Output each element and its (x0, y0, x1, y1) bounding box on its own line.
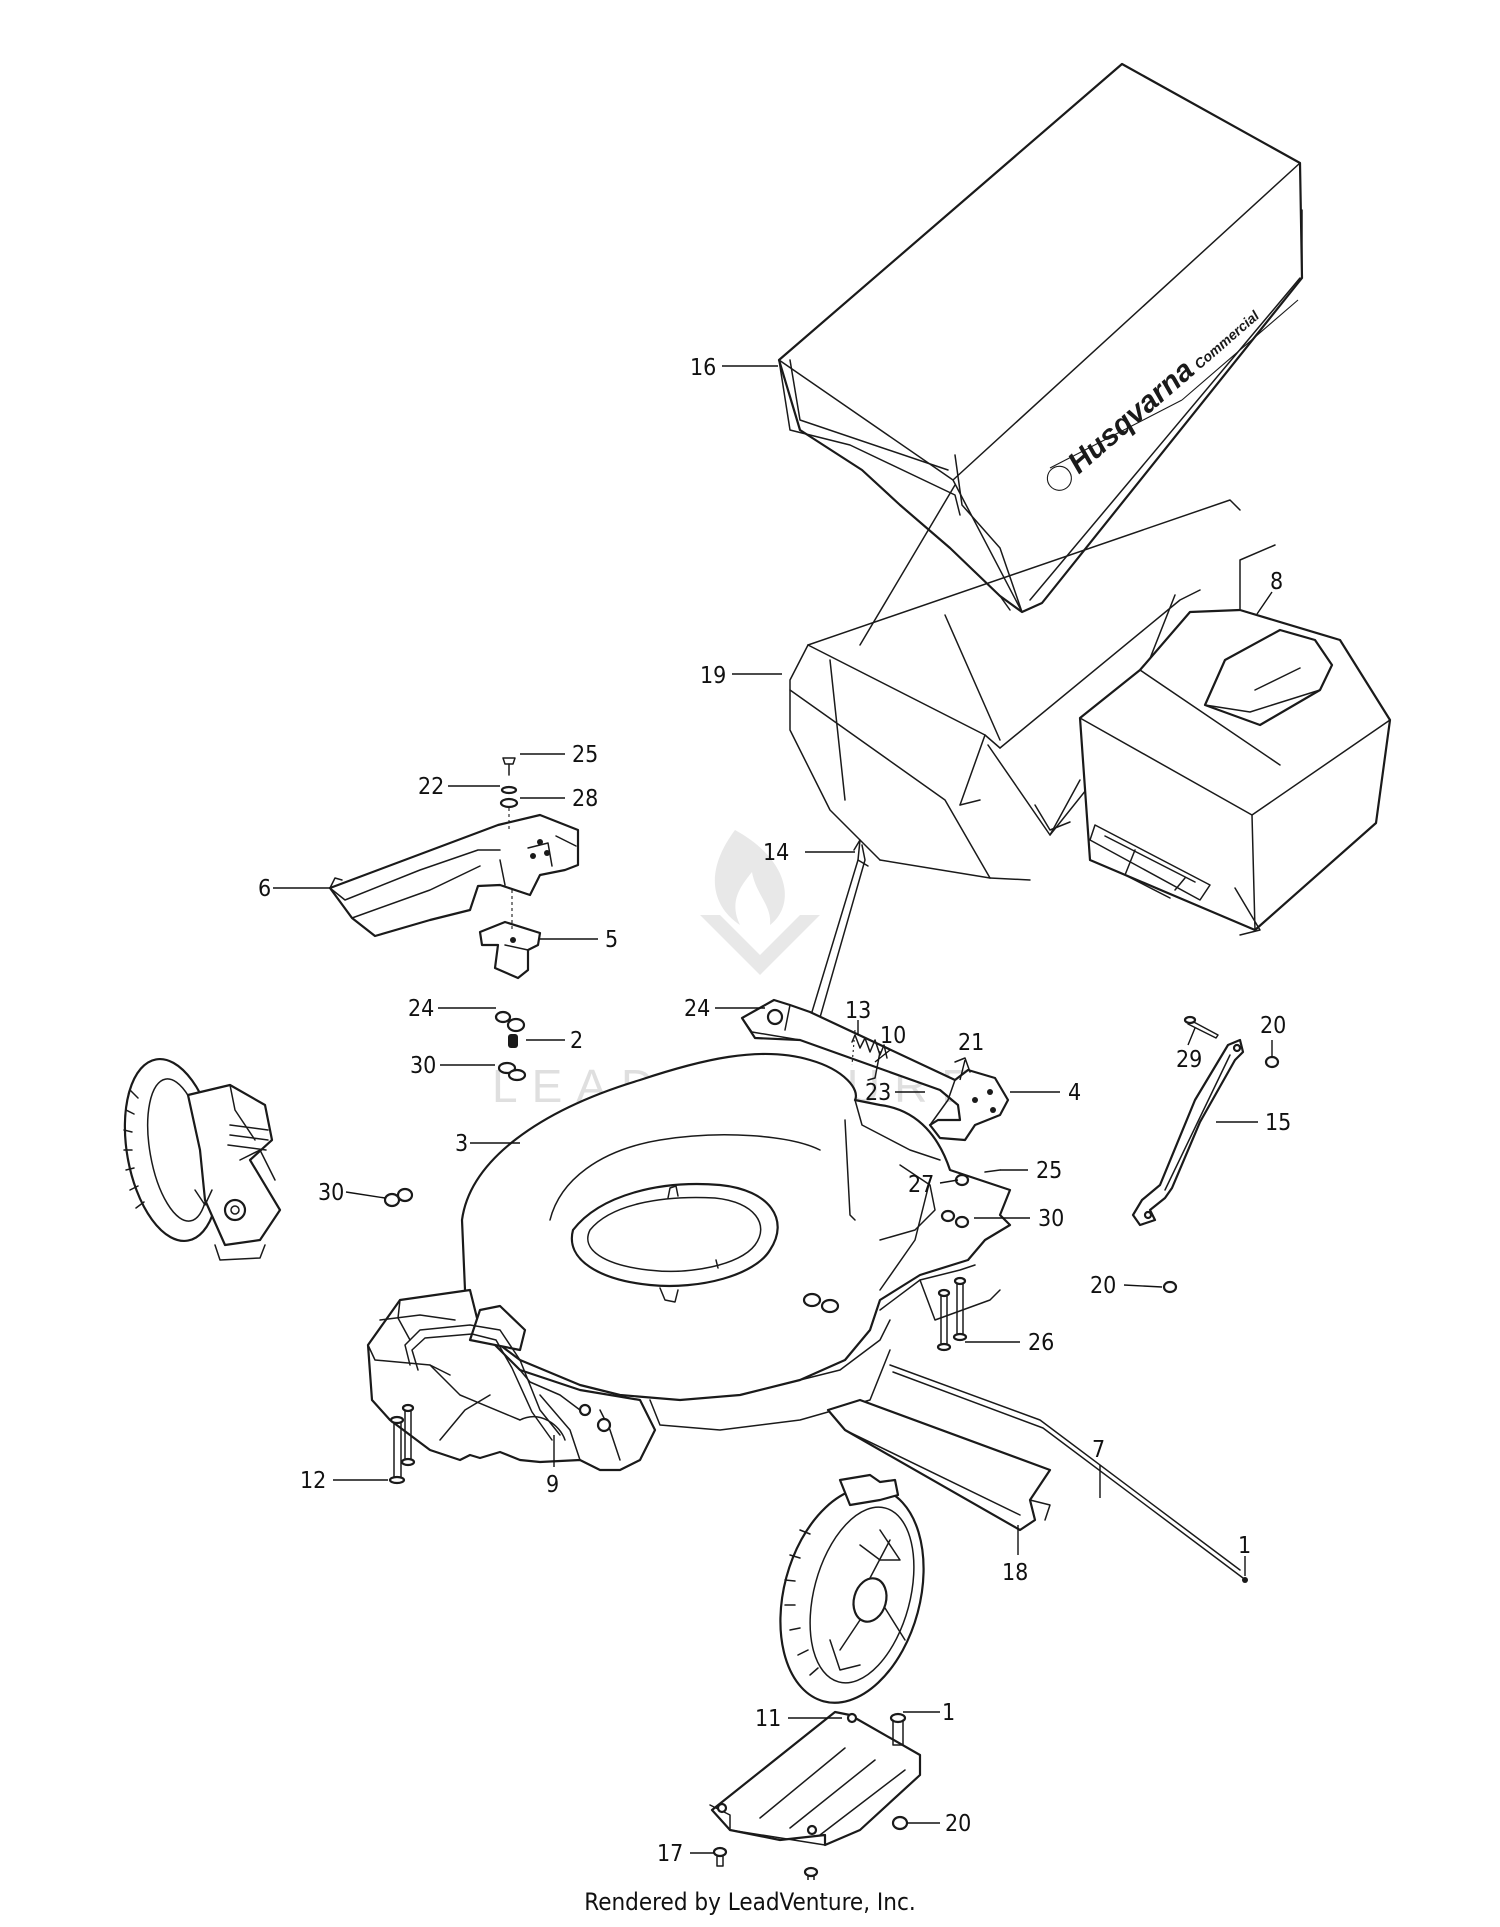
bolt-1-flap (889, 1712, 907, 1746)
callout-7: 7 (1092, 1437, 1105, 1463)
callout-2: 2 (570, 1028, 583, 1054)
nut-30-left (383, 1187, 414, 1208)
rear-flap (709, 1710, 922, 1847)
chute-bracket (478, 890, 542, 980)
callout-13: 13 (845, 998, 871, 1024)
callout-20-bottom: 20 (945, 1811, 971, 1837)
callout-30-right: 30 (1038, 1206, 1064, 1232)
callout-22: 22 (418, 774, 444, 800)
callout-28: 28 (572, 786, 598, 812)
side-bracket (1131, 1038, 1245, 1227)
callout-4: 4 (1068, 1080, 1081, 1106)
nut-20-side (1162, 1055, 1280, 1294)
spring (851, 1029, 888, 1081)
callout-18: 18 (1002, 1560, 1028, 1586)
nut-20-flap (891, 1815, 909, 1831)
wheel-front (779, 1473, 925, 1704)
callout-29: 29 (1176, 1047, 1202, 1073)
callout-1-flap: 1 (942, 1700, 955, 1726)
bag-support-rod (804, 839, 869, 1036)
grass-bag-cover: Husqvarna Commercial (777, 62, 1304, 614)
callout-25-right: 25 (1036, 1158, 1062, 1184)
callout-8: 8 (1270, 569, 1283, 595)
bolts-26 (936, 1276, 968, 1352)
bolts-12 (388, 1403, 416, 1485)
callout-21: 21 (958, 1030, 984, 1056)
leader-lines (273, 365, 1273, 1854)
chute-cover (328, 813, 580, 938)
callout-23: 23 (865, 1080, 891, 1106)
callout-1-axle: 1 (1238, 1533, 1251, 1559)
callout-10: 10 (880, 1023, 906, 1049)
callouts: 16 19 8 25 22 28 6 5 24 2 30 14 13 10 24… (258, 355, 1291, 1867)
grass-bag-frame (789, 484, 1241, 881)
callout-11: 11 (755, 1706, 781, 1732)
footer-credit: Rendered by LeadVenture, Inc. (584, 1888, 916, 1916)
small-hardware-right (940, 1169, 1001, 1229)
wheel-rear-left (123, 1057, 282, 1261)
grass-bag-rear (1034, 544, 1392, 936)
callout-24-left: 24 (408, 996, 434, 1022)
callout-30-left: 30 (410, 1053, 436, 1079)
pin-29 (1183, 1015, 1219, 1039)
callout-30-wheel: 30 (318, 1180, 344, 1206)
bumper-bar (404, 1324, 561, 1441)
callout-12: 12 (300, 1468, 326, 1494)
callout-19: 19 (700, 663, 726, 689)
bolt-17 (712, 1846, 819, 1880)
front-bumper (366, 1288, 657, 1472)
callout-17: 17 (657, 1841, 683, 1867)
callout-25: 25 (572, 742, 598, 768)
rear-axle (889, 1364, 1248, 1583)
callout-20-top: 20 (1260, 1013, 1286, 1039)
callout-16: 16 (690, 355, 716, 381)
small-hardware-left (494, 1010, 527, 1082)
callout-15: 15 (1265, 1110, 1291, 1136)
cross-plate (826, 1398, 1052, 1532)
callout-9: 9 (546, 1472, 559, 1498)
callout-27: 27 (908, 1172, 934, 1198)
callout-20-mid: 20 (1090, 1273, 1116, 1299)
parts-diagram: LEADVENTURE Husqvarna Commercial (123, 62, 1392, 1880)
callout-5: 5 (605, 927, 618, 953)
callout-14: 14 (763, 840, 789, 866)
callout-24-right: 24 (684, 996, 710, 1022)
rear-bracket (740, 998, 1010, 1142)
screw-25-top (499, 757, 519, 830)
callout-26: 26 (1028, 1330, 1054, 1356)
callout-3: 3 (455, 1131, 468, 1157)
callout-6: 6 (258, 876, 271, 902)
